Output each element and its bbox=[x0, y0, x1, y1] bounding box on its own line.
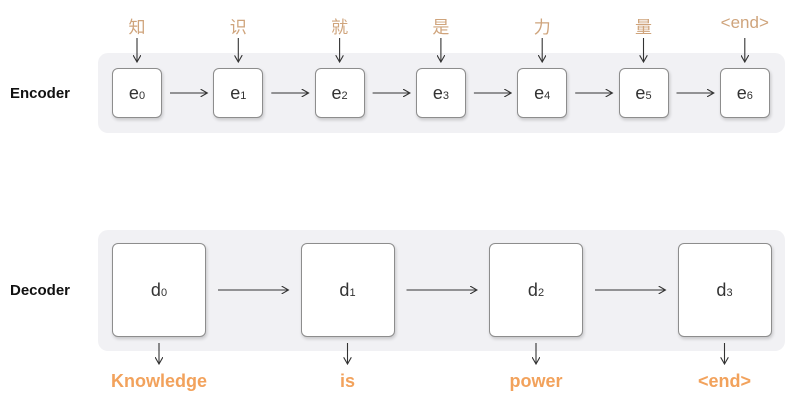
encoder-input-token-3: 是 bbox=[432, 18, 450, 37]
decoder-node-3-index: 3 bbox=[726, 287, 733, 299]
encoder-node-5-index: 5 bbox=[645, 90, 652, 102]
encoder-node-3-symbol: e bbox=[432, 82, 443, 103]
encoder-node-6-symbol: e bbox=[736, 82, 747, 103]
decoder-label: Decoder bbox=[10, 282, 71, 299]
decoder-output-token-0: Knowledge bbox=[110, 371, 207, 391]
decoder-node-1-index: 1 bbox=[349, 287, 356, 299]
encoder-node-2-index: 2 bbox=[341, 90, 348, 102]
decoder-node-0-symbol: d bbox=[150, 279, 161, 300]
decoder-output-token-3: <end> bbox=[697, 371, 752, 391]
encoder-node-1-index: 1 bbox=[240, 90, 247, 102]
encoder-node-1-symbol: e bbox=[230, 82, 241, 103]
decoder-node-3-symbol: d bbox=[716, 279, 727, 300]
encoder-node-3-index: 3 bbox=[442, 90, 449, 102]
encoder-node-4-index: 4 bbox=[544, 90, 551, 102]
encoder-input-token-1: 识 bbox=[229, 18, 247, 37]
decoder-output-token-2: power bbox=[509, 371, 563, 391]
encoder-node-0-symbol: e bbox=[128, 82, 139, 103]
encoder-node-0-index: 0 bbox=[138, 90, 146, 102]
decoder-node-2-index: 2 bbox=[537, 287, 545, 299]
encoder-input-token-0: 知 bbox=[128, 18, 146, 37]
decoder-node-0-index: 0 bbox=[160, 287, 168, 299]
encoder-node-5-symbol: e bbox=[635, 82, 646, 103]
encoder-input-token-5: 量 bbox=[635, 18, 652, 37]
encoder-node-4-symbol: e bbox=[534, 82, 545, 103]
encoder-input-token-4: 力 bbox=[533, 18, 551, 37]
encoder-node-6-index: 6 bbox=[746, 90, 753, 102]
encoder-input-token-2: 就 bbox=[331, 18, 349, 37]
encoder-input-token-6: <end> bbox=[720, 13, 769, 32]
decoder-output-token-1: is bbox=[339, 371, 355, 391]
decoder-node-2-symbol: d bbox=[527, 279, 538, 300]
encoder-node-2-symbol: e bbox=[331, 82, 342, 103]
decoder-node-1-symbol: d bbox=[339, 279, 350, 300]
encoder-label: Encoder bbox=[10, 85, 71, 102]
